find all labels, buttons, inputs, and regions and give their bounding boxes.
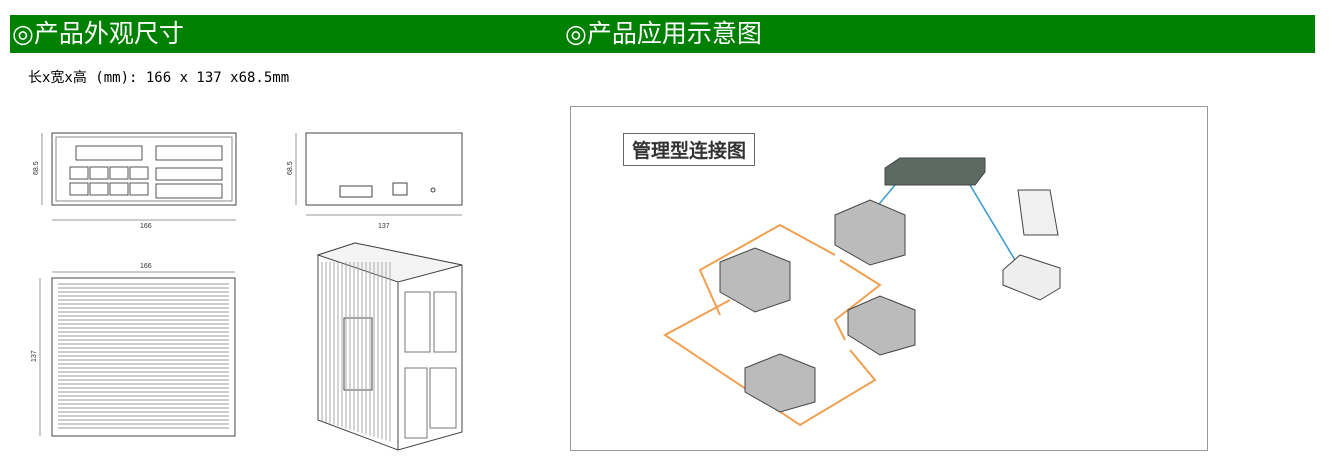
ring-cables <box>663 223 882 427</box>
application-diagram <box>570 106 1208 451</box>
heatsink-fins <box>58 283 229 429</box>
side-view <box>295 132 463 216</box>
section-title-dimensions: ◎产品外观尺寸 <box>12 19 184 48</box>
devices <box>719 157 1061 413</box>
side-width-label: 137 <box>378 223 390 230</box>
isometric-fins <box>321 262 391 442</box>
front-height-label: 68.5 <box>33 161 40 175</box>
section-title-application: ◎产品应用示意图 <box>565 19 762 48</box>
top-width-label: 166 <box>140 263 152 270</box>
side-height-label: 68.5 <box>287 161 294 175</box>
front-width-label: 166 <box>140 223 152 230</box>
diagram-title: 管理型连接图 <box>623 133 756 166</box>
top-view <box>39 271 236 437</box>
top-depth-label: 137 <box>31 350 38 362</box>
header-bar: ◎产品外观尺寸 ◎产品应用示意图 <box>10 15 1315 53</box>
dimension-spec: 长x宽x高 (mm): 166 x 137 x68.5mm <box>28 70 290 86</box>
front-view <box>41 132 237 221</box>
